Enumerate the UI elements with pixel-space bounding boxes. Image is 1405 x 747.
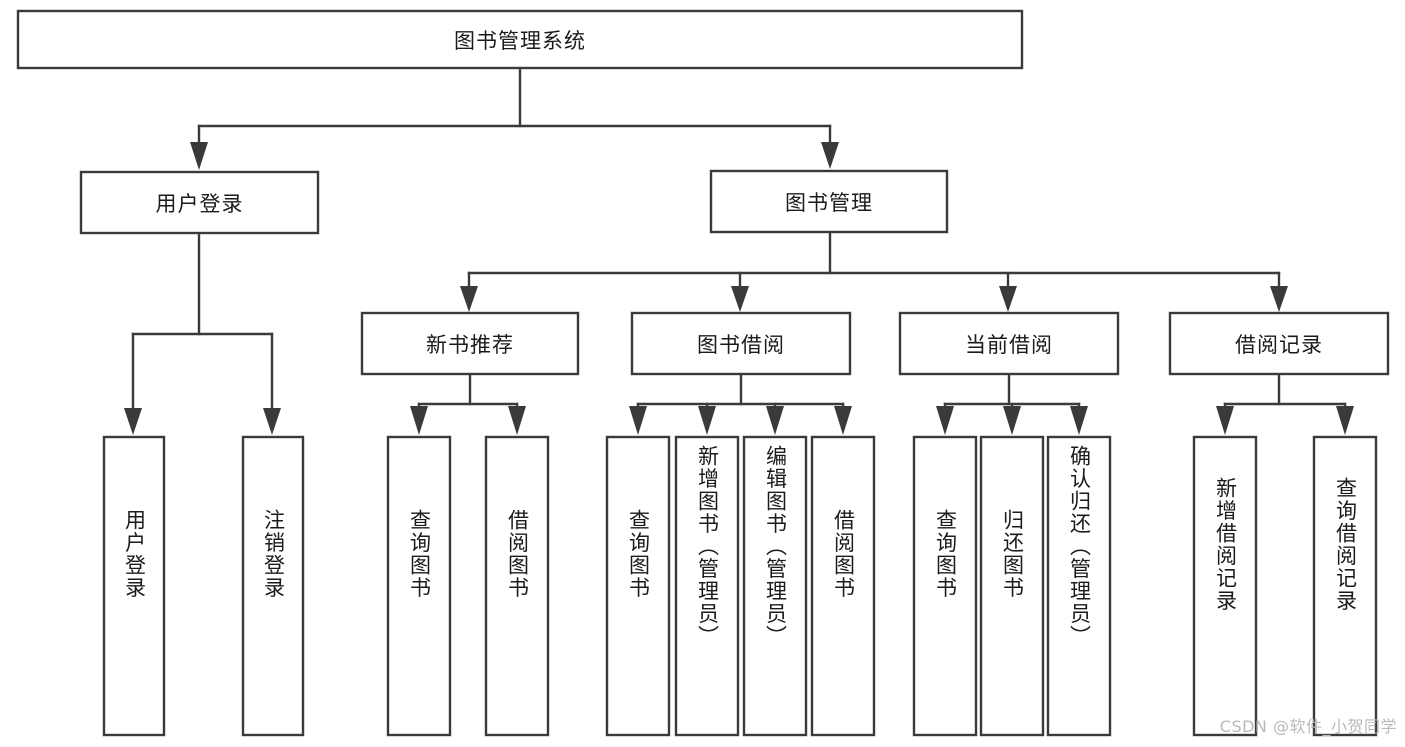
node-box-leaf-user-login[interactable] bbox=[102, 435, 166, 737]
arrow-borrow-c1 bbox=[629, 406, 647, 435]
arrow-root-to-book-management bbox=[821, 142, 839, 169]
node-box-leaf-add-borrow-record[interactable] bbox=[1192, 435, 1258, 737]
arrow-record-c1 bbox=[1216, 406, 1234, 435]
node-box-leaf-borrow-book-recommend[interactable] bbox=[484, 435, 550, 737]
arrow-current-c1 bbox=[936, 406, 954, 435]
arrow-current-c3 bbox=[1070, 406, 1088, 435]
arrow-borrow-c4 bbox=[834, 406, 852, 435]
arrow-bookmgmt-c4 bbox=[1270, 286, 1288, 312]
node-box-leaf-query-book-borrow[interactable] bbox=[605, 435, 671, 737]
arrow-borrow-c3 bbox=[766, 406, 784, 435]
arrow-bookmgmt-c3 bbox=[999, 286, 1017, 312]
node-box-new-book-recommend[interactable] bbox=[360, 311, 580, 376]
arrow-record-c2 bbox=[1336, 406, 1354, 435]
csdn-watermark: CSDN @软件_小贺同学 bbox=[1219, 717, 1397, 736]
node-box-layer bbox=[16, 9, 1390, 737]
arrow-user-login-c2 bbox=[263, 408, 281, 435]
node-box-book-borrow[interactable] bbox=[630, 311, 852, 376]
node-box-book-management[interactable] bbox=[709, 169, 949, 234]
arrow-recommend-c2 bbox=[508, 406, 526, 435]
node-box-leaf-logout[interactable] bbox=[241, 435, 305, 737]
node-box-current-borrow[interactable] bbox=[898, 311, 1120, 376]
node-box-root[interactable] bbox=[16, 9, 1024, 70]
node-box-leaf-confirm-return-admin[interactable] bbox=[1046, 435, 1112, 737]
node-box-leaf-query-book-current[interactable] bbox=[912, 435, 978, 737]
node-box-leaf-return-book[interactable] bbox=[979, 435, 1045, 737]
arrow-recommend-c1 bbox=[410, 406, 428, 435]
arrow-borrow-c2 bbox=[698, 406, 716, 435]
arrow-current-c2 bbox=[1003, 406, 1021, 435]
node-box-leaf-edit-book-admin[interactable] bbox=[742, 435, 808, 737]
arrow-bookmgmt-c1 bbox=[460, 286, 478, 312]
node-box-leaf-query-book-recommend[interactable] bbox=[386, 435, 452, 737]
node-box-borrow-record[interactable] bbox=[1168, 311, 1390, 376]
arrow-root-to-user-login bbox=[190, 142, 208, 170]
node-box-leaf-borrow-book[interactable] bbox=[810, 435, 876, 737]
node-box-leaf-query-borrow-record[interactable] bbox=[1312, 435, 1378, 737]
node-box-leaf-add-book-admin[interactable] bbox=[674, 435, 740, 737]
edge-layer bbox=[124, 66, 1354, 435]
node-box-user-login[interactable] bbox=[79, 170, 320, 235]
arrow-user-login-c1 bbox=[124, 408, 142, 435]
arrow-bookmgmt-c2 bbox=[731, 286, 749, 312]
